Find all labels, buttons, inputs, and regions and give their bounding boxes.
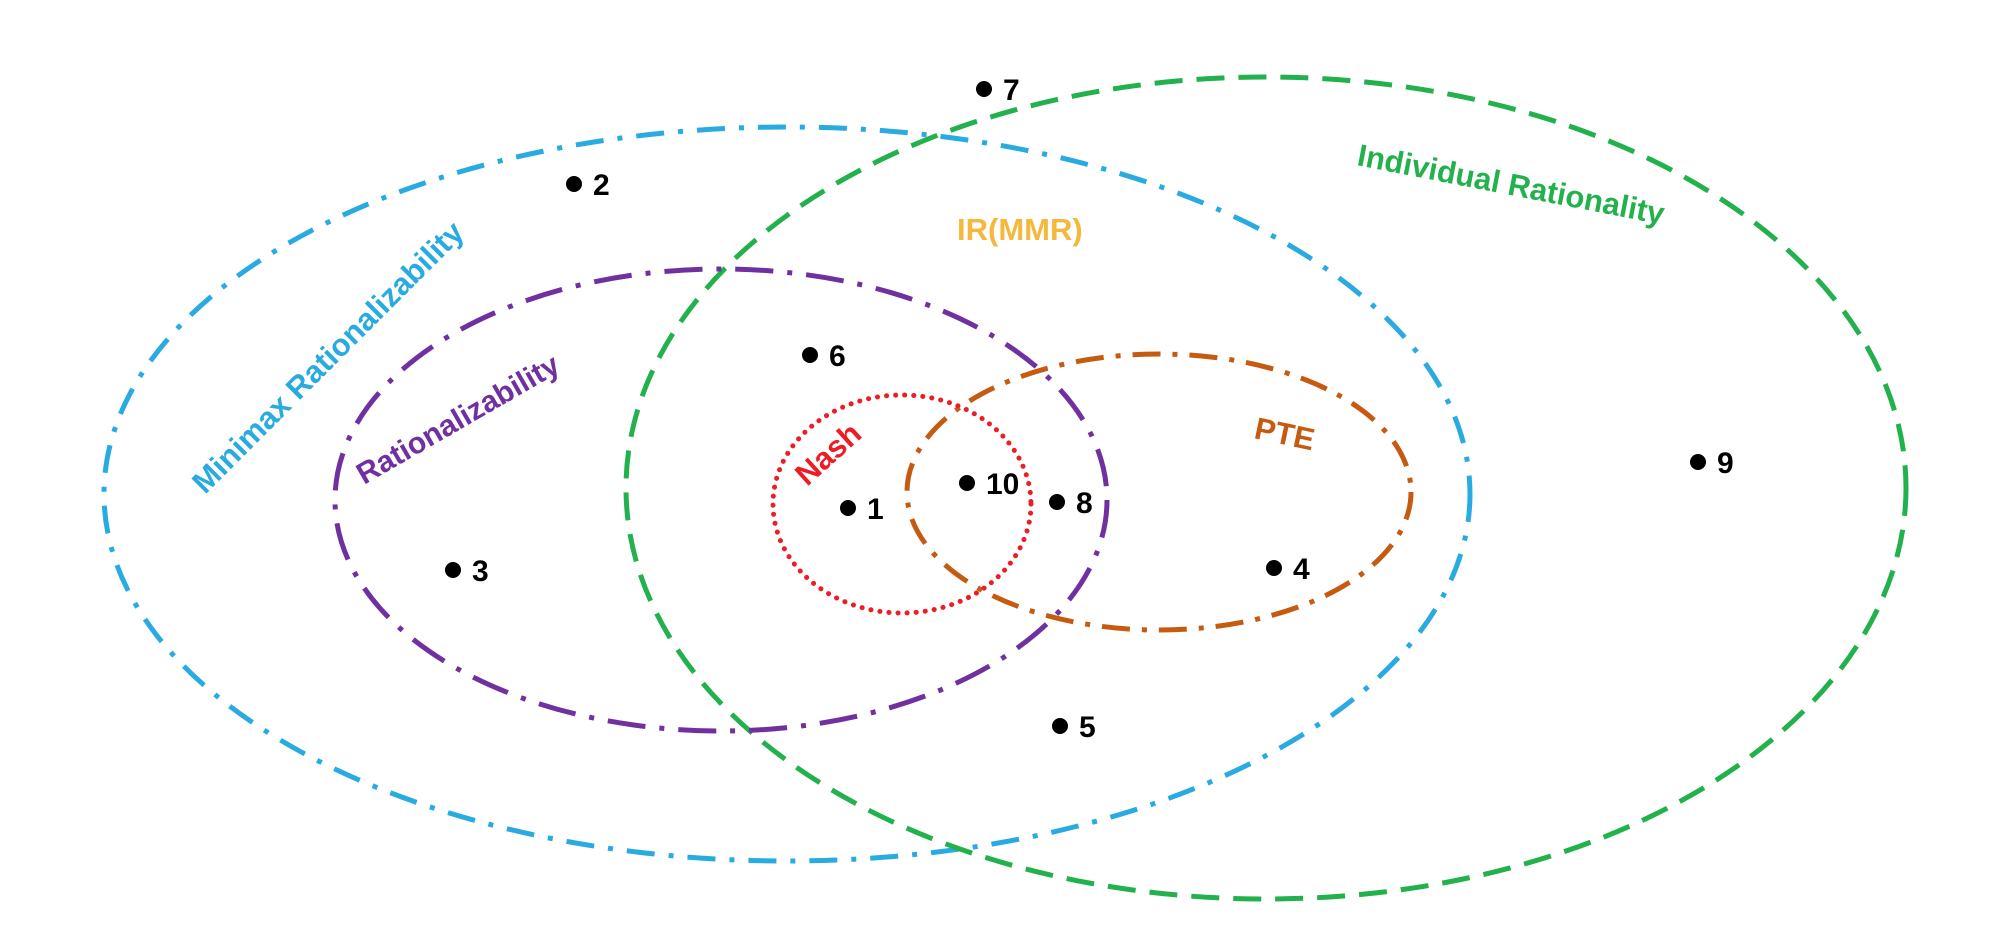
individual-rationality-ellipse xyxy=(623,74,1909,902)
point-label: 3 xyxy=(472,555,489,588)
point-3: 3 xyxy=(445,555,489,588)
point-label: 9 xyxy=(1717,447,1734,480)
point-marker xyxy=(1266,560,1282,576)
rationalizability-label: Rationalizability xyxy=(351,348,566,491)
nash-label: Nash xyxy=(788,415,868,492)
point-5: 5 xyxy=(1052,711,1096,744)
point-7: 7 xyxy=(976,74,1020,107)
point-4: 4 xyxy=(1266,553,1310,586)
point-marker xyxy=(802,347,818,363)
minimax-rationalizability-ellipse xyxy=(101,124,1473,864)
point-marker xyxy=(959,475,975,491)
point-label: 8 xyxy=(1076,487,1093,520)
point-label: 6 xyxy=(829,340,846,373)
point-label: 4 xyxy=(1293,553,1310,586)
point-2: 2 xyxy=(566,169,610,202)
ir-mmr-label: IR(MMR) xyxy=(957,212,1083,247)
rationalizability-ellipse xyxy=(332,266,1110,734)
point-marker xyxy=(1690,454,1706,470)
pte-label: PTE xyxy=(1252,411,1318,458)
pte-ellipse xyxy=(904,351,1414,633)
point-marker xyxy=(976,81,992,97)
point-marker xyxy=(566,176,582,192)
point-9: 9 xyxy=(1690,447,1734,480)
point-label: 5 xyxy=(1079,711,1096,744)
individual-rationality-label: Individual Rationality xyxy=(1355,138,1668,232)
point-6: 6 xyxy=(802,340,846,373)
point-label: 7 xyxy=(1003,74,1020,107)
point-label: 10 xyxy=(986,468,1019,501)
point-marker xyxy=(1049,494,1065,510)
nash-ellipse xyxy=(770,392,1034,616)
point-label: 1 xyxy=(867,493,884,526)
point-8: 8 xyxy=(1049,487,1093,520)
point-marker xyxy=(445,562,461,578)
point-label: 2 xyxy=(593,169,610,202)
point-marker xyxy=(840,500,856,516)
point-10: 10 xyxy=(959,468,1019,501)
minimax-rationalizability-label: Minimax Rationalizability xyxy=(185,214,471,500)
point-1: 1 xyxy=(840,493,884,526)
point-marker xyxy=(1052,718,1068,734)
